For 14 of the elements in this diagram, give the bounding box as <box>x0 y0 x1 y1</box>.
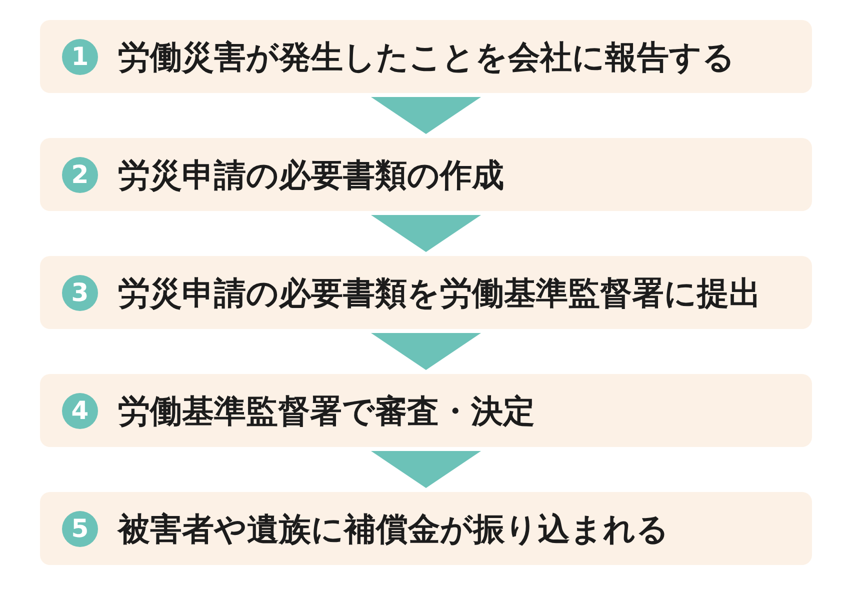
step-box <box>40 20 812 93</box>
step-box <box>40 256 812 329</box>
arrow <box>371 451 481 488</box>
step-box <box>40 374 812 447</box>
step-box <box>40 492 812 565</box>
step-box <box>40 138 812 211</box>
step-text: 被害者や遺族に補償金が振り込まれる <box>118 508 669 548</box>
arrow <box>371 97 481 134</box>
step-text: 労災申請の必要書類を労働基準監督署に提出 <box>118 272 761 312</box>
step-text: 労働災害が発生したことを会社に報告する <box>118 36 735 76</box>
arrow <box>371 333 481 370</box>
step-text: 労働基準監督署で審査・決定 <box>118 390 535 430</box>
step-text: 労災申請の必要書類の作成 <box>118 154 504 194</box>
arrow <box>371 215 481 252</box>
